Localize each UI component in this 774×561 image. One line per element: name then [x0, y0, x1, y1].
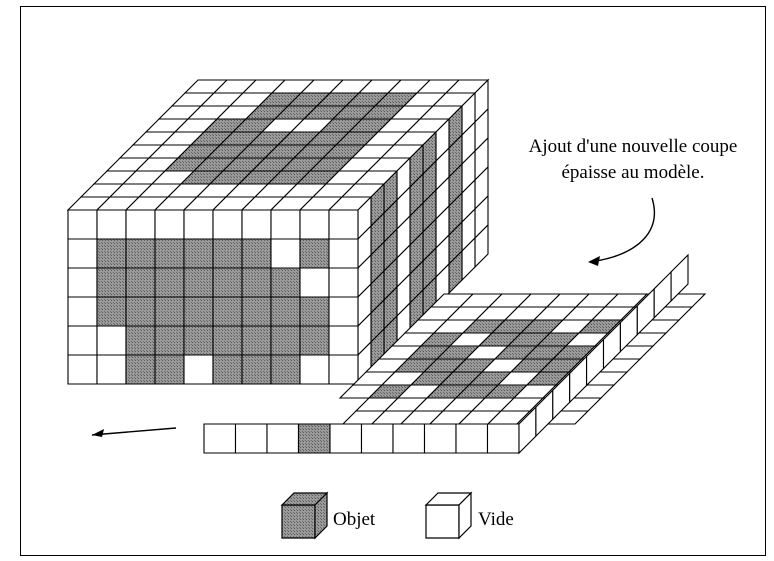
voxel-face [328, 354, 359, 385]
voxel-face [96, 238, 127, 269]
voxel-face [270, 209, 301, 240]
voxel-face [486, 423, 520, 454]
voxel-face [183, 325, 214, 356]
voxel-face [455, 423, 489, 454]
voxel-face [270, 267, 301, 298]
annotation-line-1: Ajout d'une nouvelle coupe [528, 136, 738, 157]
voxel-face [67, 325, 98, 356]
voxel-grid [66, 78, 707, 455]
voxel-face [328, 238, 359, 269]
voxel-face [125, 325, 156, 356]
voxel-face [328, 325, 359, 356]
voxel-face [212, 296, 243, 327]
voxel-face [125, 296, 156, 327]
voxel-face [183, 238, 214, 269]
filled-voxel-icon [280, 491, 329, 540]
voxel-face [241, 354, 272, 385]
voxel-face [212, 267, 243, 298]
voxel-face [212, 238, 243, 269]
voxel-face [266, 423, 300, 454]
voxel-face [299, 296, 330, 327]
voxel-face [154, 354, 185, 385]
voxel-face [96, 267, 127, 298]
voxel-face [183, 296, 214, 327]
voxel-face [270, 296, 301, 327]
voxel-face [212, 325, 243, 356]
voxel-face [241, 296, 272, 327]
voxel-face [154, 238, 185, 269]
voxel-face [96, 296, 127, 327]
voxel-face [234, 423, 268, 454]
voxel-face [241, 267, 272, 298]
voxel-face [670, 253, 689, 303]
voxel-face [125, 209, 156, 240]
legend-label-objet: Objet [333, 509, 376, 530]
voxel-face [183, 354, 214, 385]
voxel-face [125, 354, 156, 385]
voxel-face [328, 209, 359, 240]
voxel-face [67, 238, 98, 269]
voxel-face [183, 209, 214, 240]
voxel-face [270, 354, 301, 385]
annotation-line-2: épaisse au modèle. [561, 162, 705, 183]
voxel-face [212, 354, 243, 385]
legend-label-vide: Vide [478, 509, 514, 530]
annotation-text: Ajout d'une nouvelle coupe épaisse au mo… [492, 134, 774, 186]
voxel-face [203, 423, 237, 454]
arrow-left-icon [91, 427, 177, 437]
voxel-face [270, 325, 301, 356]
voxel-face [125, 267, 156, 298]
curved-arrow-icon [588, 197, 656, 266]
voxel-face [154, 325, 185, 356]
voxel-face [183, 267, 214, 298]
voxel-face [67, 209, 98, 240]
voxel-face [299, 238, 330, 269]
voxel-face [125, 238, 156, 269]
voxel-face [154, 267, 185, 298]
voxel-face [96, 325, 127, 356]
voxel-face [96, 354, 127, 385]
voxel-face [423, 423, 457, 454]
voxel-face [154, 296, 185, 327]
voxel-face [329, 423, 363, 454]
voxel-face [241, 209, 272, 240]
voxel-face [328, 296, 359, 327]
voxel-face [241, 325, 272, 356]
voxel-face [328, 267, 359, 298]
voxel-face [392, 423, 426, 454]
voxel-face [212, 209, 243, 240]
voxel-face [241, 238, 272, 269]
voxel-face [360, 423, 394, 454]
voxel-face [299, 325, 330, 356]
voxel-face [299, 354, 330, 385]
voxel-face [96, 209, 127, 240]
voxel-face [270, 238, 301, 269]
voxel-face [154, 209, 185, 240]
voxel-face [67, 267, 98, 298]
voxel-face [67, 296, 98, 327]
voxel-face [67, 354, 98, 385]
voxel-face [299, 267, 330, 298]
empty-voxel-icon [424, 491, 473, 540]
voxel-face [297, 423, 331, 454]
voxel-face [299, 209, 330, 240]
